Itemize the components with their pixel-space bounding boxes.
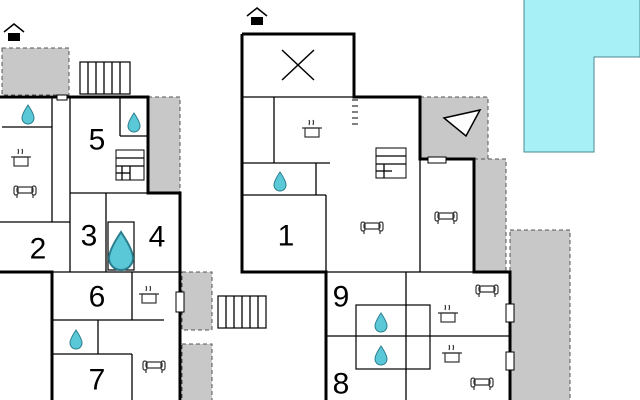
sofa-icon [360, 221, 384, 235]
bathroom-drop-icon [21, 104, 35, 125]
room-number-4: 4 [149, 221, 166, 254]
house-entrance-icon [246, 7, 268, 26]
kitchen-pot-icon [437, 304, 459, 323]
sofa-icon [13, 185, 37, 199]
terrace-right-long [509, 229, 571, 400]
stairs-icon [375, 147, 407, 179]
swimming-pool [523, 0, 640, 153]
terrace-right-side [473, 158, 507, 272]
bathroom-drop-icon [374, 345, 388, 366]
room-number-1: 1 [278, 220, 295, 253]
room-number-2: 2 [30, 233, 47, 266]
room-number-7: 7 [89, 364, 106, 397]
house-entrance-icon [3, 23, 25, 42]
terrace-mid-left [181, 271, 213, 331]
terrace-right-top [419, 96, 489, 160]
compass-icon [442, 108, 482, 138]
outdoor-steps-middle [217, 295, 267, 329]
kitchen-pot-icon [301, 119, 323, 138]
dashed-divider [352, 99, 358, 125]
right-building [240, 32, 515, 400]
kitchen-pot-icon [441, 344, 463, 363]
kitchen-pot-icon [10, 148, 32, 167]
sofa-icon [475, 284, 499, 298]
bathroom-drop-icon [107, 230, 135, 271]
room-number-6: 6 [89, 281, 106, 314]
void-cross-icon [281, 49, 315, 81]
outdoor-steps-top [79, 61, 131, 95]
bathroom-drop-icon [127, 112, 141, 133]
sofa-icon [470, 377, 494, 391]
room-number-9: 9 [333, 281, 350, 314]
bathroom-drop-icon [69, 329, 83, 350]
terrace-top-left [1, 47, 70, 96]
left-building [0, 94, 185, 400]
room-number-5: 5 [89, 124, 106, 157]
terrace-left-side [147, 96, 181, 194]
bathroom-drop-icon [374, 312, 388, 333]
sofa-icon [434, 211, 458, 225]
terrace-bottom-left [181, 343, 213, 400]
room-number-8: 8 [333, 368, 350, 400]
kitchen-pot-icon [138, 285, 160, 304]
sofa-icon [142, 360, 166, 374]
stairs-icon [115, 149, 145, 181]
bathroom-drop-icon [273, 171, 287, 192]
room-number-3: 3 [81, 220, 98, 253]
